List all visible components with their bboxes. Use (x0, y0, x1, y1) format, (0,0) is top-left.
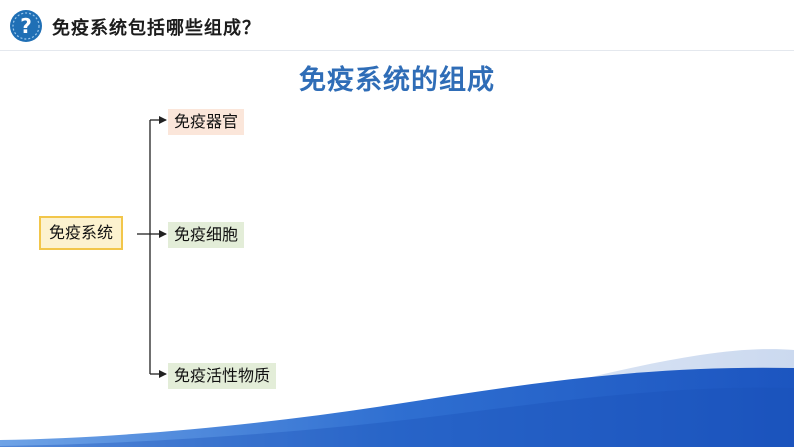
question-mark-icon: ? (10, 10, 42, 42)
wave-dark-layer (0, 387, 794, 447)
tree-root-immune-system: 免疫系统 (39, 216, 124, 250)
tree-node-immune-active-substances: 免疫活性物质 (168, 363, 277, 389)
tree-node-immune-organs: 免疫器官 (168, 109, 245, 135)
main-title: 免疫系统的组成 (299, 65, 495, 96)
header-divider (0, 50, 794, 51)
header-bar: ? 免疫系统包括哪些组成？ (0, 0, 794, 52)
svg-text:?: ? (20, 14, 32, 38)
tree-node-immune-cells: 免疫细胞 (168, 222, 245, 248)
header-title: 免疫系统包括哪些组成？ (52, 18, 261, 39)
wave-blue-layer (0, 367, 794, 447)
